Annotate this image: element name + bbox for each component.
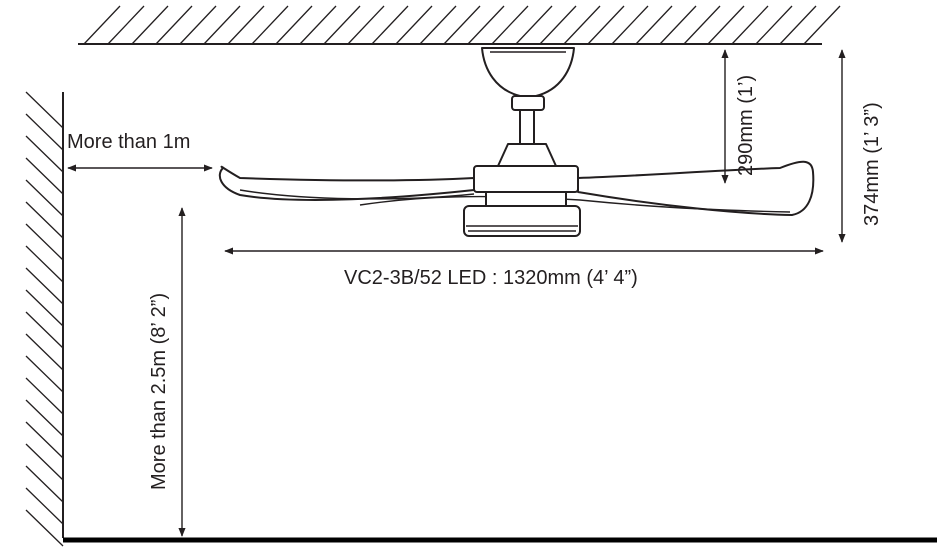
wall-hatch-mark bbox=[25, 91, 64, 129]
fan-span-label: VC2-3B/52 LED : 1320mm (4’ 4”) bbox=[344, 267, 638, 289]
ceiling-hatch-mark bbox=[755, 5, 793, 45]
light-kit bbox=[463, 205, 581, 237]
ceiling-hatch-mark bbox=[227, 5, 265, 45]
wall-hatch-mark bbox=[25, 333, 64, 371]
wall-hatching bbox=[25, 91, 64, 547]
wall-hatch-mark bbox=[25, 377, 64, 415]
wall-hatch-mark bbox=[25, 201, 64, 239]
ceiling-hatch-mark bbox=[347, 5, 385, 45]
ceiling-hatch-mark bbox=[419, 5, 457, 45]
ceiling-hatch-mark bbox=[707, 5, 745, 45]
canopy-collar bbox=[511, 95, 545, 111]
fan-canopy bbox=[481, 47, 575, 97]
blade-left bbox=[218, 165, 475, 201]
ceiling-hatch-mark bbox=[683, 5, 721, 45]
wall-hatch-mark bbox=[25, 157, 64, 195]
ceiling-hatch-mark bbox=[299, 5, 337, 45]
ceiling-hatch-mark bbox=[731, 5, 769, 45]
wall-hatch-mark bbox=[25, 223, 64, 261]
wall-clearance-label: More than 1m bbox=[67, 131, 190, 153]
ceiling-hatch-mark bbox=[803, 5, 841, 45]
wall-hatch-mark bbox=[25, 399, 64, 437]
ceiling-hatch-mark bbox=[587, 5, 625, 45]
ceiling-hatch-mark bbox=[395, 5, 433, 45]
downrod bbox=[519, 109, 535, 145]
ceiling-hatching bbox=[83, 5, 841, 45]
wall-hatch-mark bbox=[25, 421, 64, 459]
ceiling-hatch-mark bbox=[563, 5, 601, 45]
ceiling bbox=[78, 5, 841, 45]
ceiling-hatch-mark bbox=[83, 5, 121, 45]
wall-hatch-mark bbox=[25, 179, 64, 217]
ceiling-hatch-mark bbox=[659, 5, 697, 45]
ceiling-hatch-mark bbox=[779, 5, 817, 45]
motor-housing bbox=[473, 165, 579, 193]
wall bbox=[25, 91, 64, 547]
ceiling-hatch-mark bbox=[179, 5, 217, 45]
wall-hatch-mark bbox=[25, 113, 64, 151]
light-kit-neck bbox=[485, 191, 567, 207]
ceiling-hatch-mark bbox=[203, 5, 241, 45]
ceiling-hatch-mark bbox=[467, 5, 505, 45]
motor-cap bbox=[497, 143, 557, 167]
wall-hatch-mark bbox=[25, 443, 64, 481]
wall-hatch-mark bbox=[25, 487, 64, 525]
ceiling-hatch-mark bbox=[275, 5, 313, 45]
drop-rod-label: 290mm (1’) bbox=[735, 75, 757, 176]
wall-hatch-mark bbox=[25, 311, 64, 349]
ceiling-hatch-mark bbox=[515, 5, 553, 45]
floor-clearance-label: More than 2.5m (8’ 2”) bbox=[148, 293, 170, 490]
ceiling-hatch-mark bbox=[443, 5, 481, 45]
wall-hatch-mark bbox=[25, 465, 64, 503]
ceiling-hatch-mark bbox=[155, 5, 193, 45]
ceiling-hatch-mark bbox=[539, 5, 577, 45]
blade-right bbox=[577, 160, 815, 216]
ceiling-hatch-mark bbox=[323, 5, 361, 45]
total-drop-label: 374mm (1’ 3”) bbox=[861, 102, 883, 226]
ceiling-hatch-mark bbox=[131, 5, 169, 45]
ceiling-hatch-mark bbox=[635, 5, 673, 45]
wall-hatch-mark bbox=[25, 245, 64, 283]
ceiling-hatch-mark bbox=[107, 5, 145, 45]
ceiling-hatch-mark bbox=[491, 5, 529, 45]
wall-hatch-mark bbox=[25, 289, 64, 327]
ceiling-hatch-mark bbox=[371, 5, 409, 45]
wall-hatch-mark bbox=[25, 135, 64, 173]
ceiling-hatch-mark bbox=[611, 5, 649, 45]
blade-rear-edge bbox=[359, 195, 791, 213]
ceiling-hatch-mark bbox=[251, 5, 289, 45]
wall-hatch-mark bbox=[25, 509, 64, 547]
wall-hatch-mark bbox=[25, 355, 64, 393]
wall-hatch-mark bbox=[25, 267, 64, 305]
ceiling-fan bbox=[218, 47, 815, 237]
